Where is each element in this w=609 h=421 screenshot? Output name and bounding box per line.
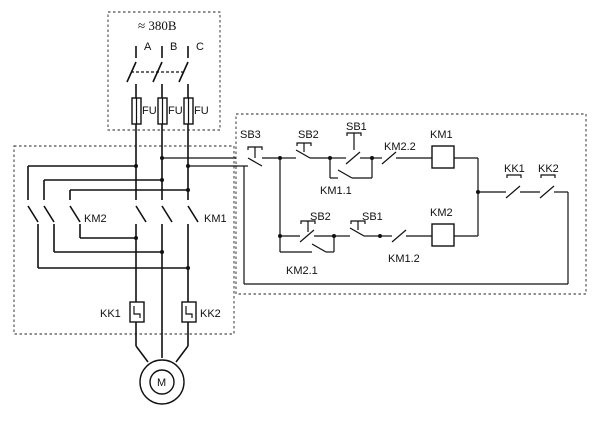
km2-coil-label: KM2 [430,207,453,219]
km1-forward-contacts [135,205,199,302]
km1-contactor-label: KM1 [204,213,227,225]
fuse-label-b: FU [168,105,183,117]
km2-coil [431,223,478,247]
sb2-forward-button [295,142,312,159]
kk1-contact-label: KK1 [504,163,525,175]
km2-2-label: KM2.2 [384,141,416,153]
sb3-stop-button [247,146,263,167]
overload-relay-kk1 [129,301,145,323]
km2-1-hold-contact [280,243,334,253]
kk1-thermal-contact [505,174,522,199]
sb2-bottom-button [299,220,316,243]
kk2-thermal-contact [539,174,556,199]
sb3-label: SB3 [240,129,261,141]
motor: M [139,359,185,405]
sb2-bottom-label: SB2 [310,211,331,223]
km2-1-label: KM2.1 [286,265,318,277]
main-isolator-switch [126,46,189,98]
sb1-top-button [330,132,362,165]
fuse-label-a: FU [142,105,157,117]
km1-1-label: KM1.1 [320,185,352,197]
km1-2-label: KM1.2 [388,253,420,265]
kk2-contact-label: KK2 [538,163,559,175]
km1-coil-label: KM1 [430,129,453,141]
supply-voltage-label: ≈ 380B [138,18,177,33]
overload-relay-kk2 [181,301,197,323]
fuses: FU FU FU [131,97,209,125]
overload-kk1-label: KK1 [100,308,121,320]
km2-contactor-label: KM2 [84,213,107,225]
km1-2-interlock [380,229,432,243]
main-circuit-enclosure [13,145,235,335]
phase-a-label: A [144,41,152,53]
km1-coil [431,145,478,169]
supply-enclosure [107,11,221,131]
motor-label: M [157,377,166,389]
sb2-top-label: SB2 [298,129,319,141]
overload-kk2-label: KK2 [200,308,221,320]
phase-c-label: C [196,41,204,53]
sb1-top-label: SB1 [346,121,367,133]
sb1-bottom-label: SB1 [362,211,383,223]
km2-reversing-wiring [27,164,190,270]
sb1-reverse-button [334,220,366,237]
phase-b-label: B [170,41,177,53]
fuse-label-c: FU [194,105,209,117]
km2-2-interlock [372,151,432,165]
km1-1-hold-contact [330,169,372,179]
control-circuit-enclosure [235,113,587,295]
